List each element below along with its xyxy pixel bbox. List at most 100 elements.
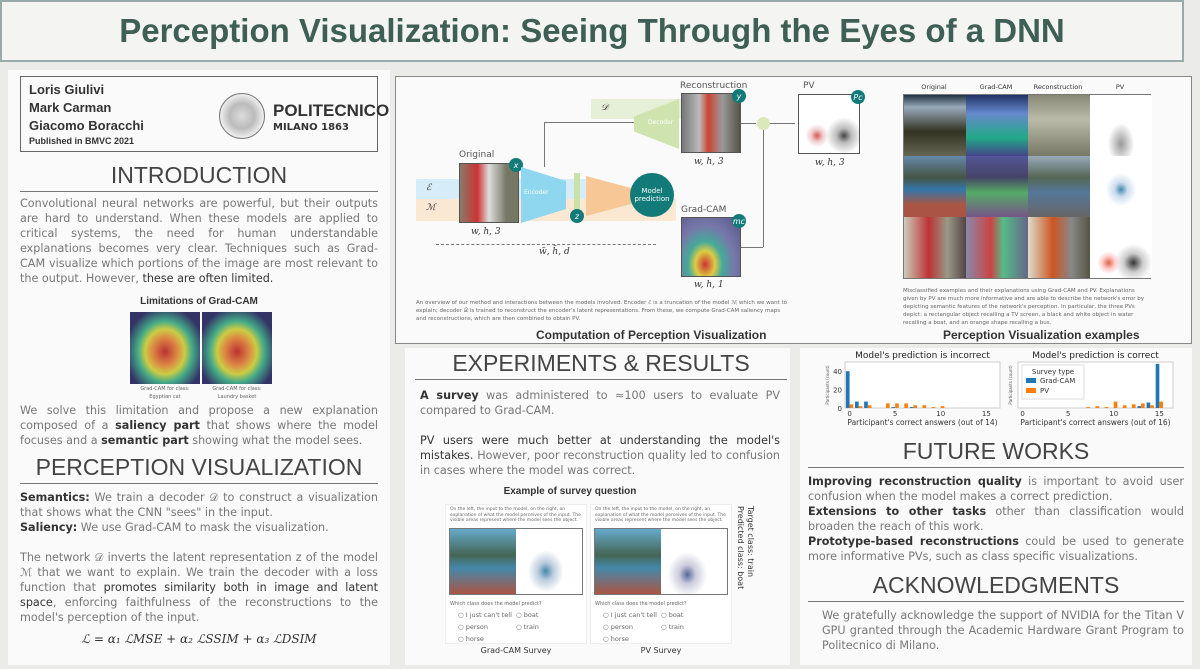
x-tick-label: 10 (1109, 410, 1118, 418)
encoder-label: Encoder (524, 189, 549, 196)
decoder-label: Decoder (648, 119, 674, 126)
survey-title: Example of survey question (503, 486, 637, 497)
example-image (1028, 95, 1090, 156)
radio-option[interactable]: ○ I just can't tell (458, 610, 512, 619)
x-tick-label: 0 (1020, 410, 1024, 418)
y-tick-label: 40 (833, 368, 842, 376)
radio-option[interactable]: ○ person (458, 622, 489, 631)
diagram-caption: An overview of our method and interactio… (416, 300, 788, 322)
fig-caption: Grad-CAM for class: Egyptian cat (140, 386, 190, 400)
examples-panel: Original Grad-CAM Reconstruction PV Misc… (895, 76, 1192, 344)
future-item: Prototype-based reconstructions could be… (808, 535, 1184, 563)
bar-pv (1150, 405, 1154, 408)
bar-grad-cam (845, 371, 850, 408)
bar-pv (931, 407, 936, 408)
original-image (459, 163, 519, 223)
legend-title: Survey type (1032, 368, 1074, 376)
x-badge: x (509, 158, 523, 172)
example-image (1090, 95, 1152, 156)
radio-option[interactable]: ○ horse (458, 634, 484, 643)
z-badge: z (570, 209, 584, 223)
pc-badge: Pc (851, 90, 865, 104)
examples-grid: Original Grad-CAM Reconstruction PV (903, 83, 1152, 279)
experiments-heading: EXPERIMENTS & RESULTS (415, 350, 787, 380)
pv-network-text: The network 𝒟 inverts the latent represe… (20, 551, 378, 624)
experiments-column: EXPERIMENTS & RESULTS A survey was admin… (405, 348, 790, 665)
pv-heading: PERCEPTION VISUALIZATION (20, 454, 378, 484)
future-text: Improving reconstruction quality is impo… (808, 474, 1184, 564)
pv-text: Semantics: We train a decoder 𝒟 to const… (20, 491, 378, 534)
radio-option[interactable]: ○ train (516, 622, 539, 631)
x-axis-label: Participant's correct answers (out of 14… (847, 418, 997, 427)
legend-swatch (1026, 378, 1036, 383)
legend-label: Grad-CAM (1040, 377, 1075, 385)
bar-pv (1131, 404, 1136, 408)
chart-title: Model's prediction is incorrect (855, 351, 990, 361)
bar-grad-cam (1146, 402, 1151, 408)
x-tick-label: 0 (847, 410, 851, 418)
pv-label: PV (803, 81, 815, 91)
radio-option[interactable]: ○ train (661, 622, 684, 631)
gradcam-label: Grad-CAM (681, 205, 727, 215)
survey-question: Which class does the model predict? (595, 600, 687, 607)
bar-pv (1086, 407, 1091, 408)
examples-caption: Misclassified examples and their explana… (903, 288, 1144, 326)
bar-pv (1122, 405, 1127, 408)
legend-swatch (1026, 388, 1036, 393)
bar-pv (849, 404, 854, 408)
radio-option[interactable]: ○ boat (516, 610, 539, 619)
author: Mark Carman (29, 100, 112, 115)
mc-badge: mc (732, 214, 746, 228)
bar-pv (904, 403, 908, 408)
column-header: Reconstruction (1033, 83, 1083, 91)
example-image (966, 217, 1028, 278)
results-text: PV users were much better at understandi… (420, 434, 780, 477)
radio-option[interactable]: ○ boat (661, 610, 684, 619)
example-image (1028, 156, 1090, 217)
bar-grad-cam (864, 401, 868, 408)
example-image (904, 156, 966, 217)
dim-label: w, h, 3 (471, 227, 501, 237)
fig-caption: Grad-CAM for class: Laundry basket (212, 386, 262, 400)
x-tick-label: 5 (1066, 410, 1070, 418)
ack-text: We gratefully acknowledge the support of… (822, 609, 1184, 652)
bar-pv (1159, 401, 1163, 408)
radio-option[interactable]: ○ horse (603, 634, 629, 643)
dim-label: w, h, 3 (815, 158, 845, 168)
legend-label: PV (1040, 387, 1049, 395)
gradcam-cat-image (130, 312, 200, 384)
bar-grad-cam (1155, 363, 1160, 408)
column-header: PV (1115, 83, 1125, 91)
survey-text: A survey was administered to ≈100 users … (420, 389, 780, 417)
y-axis-label: Participants (count) (1008, 365, 1013, 405)
bar-grad-cam (855, 401, 859, 408)
x-tick-label: 15 (1155, 410, 1164, 418)
bar-pv (1141, 403, 1145, 408)
ack-heading: ACKNOWLEDGMENTS (808, 572, 1184, 602)
method-diagram-panel: ℰ ℳ 𝒟 Original x w, h, 3 Encoder z Model… (395, 76, 796, 344)
bar-grad-cam (909, 407, 914, 408)
pv-output-panel: PV Pc w, h, 3 (795, 76, 895, 344)
column-header: Original (921, 83, 947, 91)
bar-pv (922, 405, 927, 408)
bar-pv (1113, 401, 1118, 408)
survey-input-image (450, 528, 516, 594)
loss-formula: ℒ = α₁ ℒMSE + α₂ ℒSSIM + α₃ ℒDSIM (81, 632, 317, 646)
column-header: Grad-CAM (979, 83, 1013, 91)
author: Giacomo Boracchi (29, 118, 144, 133)
reconstruction-image (681, 93, 741, 153)
example-image (1090, 156, 1152, 217)
future-item: Extensions to other tasks other than cla… (808, 505, 1184, 533)
y-axis-label: Participants (count) (825, 365, 830, 405)
limitations-title: Limitations of Grad-CAM (140, 296, 258, 307)
survey-question: Which class does the model predict? (450, 600, 542, 607)
examples-title: Perception Visualization examples (937, 328, 1146, 342)
diagram-title: Computation of Perception Visualization (530, 328, 773, 342)
latent-block (574, 173, 580, 215)
radio-option[interactable]: ○ person (603, 622, 634, 631)
radio-option[interactable]: ○ I just can't tell (603, 610, 657, 619)
survey-explanation-image (516, 528, 582, 594)
dim-label: w, h, 3 (694, 157, 724, 167)
model-prediction-node: Model prediction (630, 173, 674, 217)
